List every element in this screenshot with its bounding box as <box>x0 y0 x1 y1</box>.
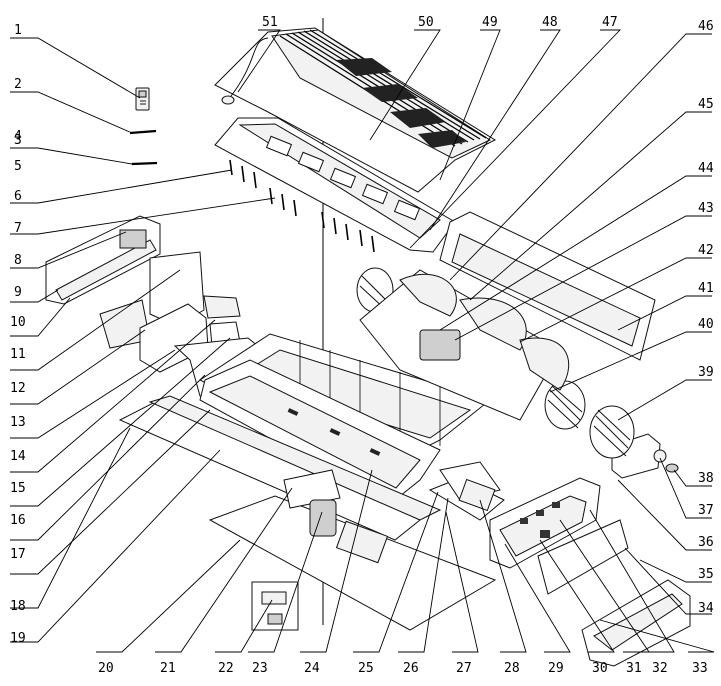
callout-6: 6 <box>14 189 22 204</box>
callout-16: 16 <box>10 513 26 528</box>
callout-35: 35 <box>698 567 714 582</box>
callout-47: 47 <box>602 15 618 30</box>
part-control-panel <box>489 477 601 569</box>
part-left-side-panel <box>45 215 161 305</box>
callout-25: 25 <box>358 661 374 676</box>
callout-40: 40 <box>698 317 714 332</box>
callout-39: 39 <box>698 365 714 380</box>
callout-32: 32 <box>652 661 668 676</box>
part-top-grille <box>214 27 497 193</box>
callout-2: 2 <box>14 77 22 92</box>
leader-lines <box>10 29 715 653</box>
part-remote-controller <box>135 87 150 111</box>
callout-44: 44 <box>698 161 714 176</box>
part-coil-tray <box>199 359 441 505</box>
part-electric-box <box>428 461 505 521</box>
callout-9: 9 <box>14 285 22 300</box>
callout-5: 5 <box>14 159 22 174</box>
callout-18: 18 <box>10 599 26 614</box>
callout-labels: 1 2 3 4 5 6 7 8 9 10 11 12 13 14 15 16 1… <box>10 15 714 676</box>
callout-15: 15 <box>10 481 26 496</box>
callout-1: 1 <box>14 23 22 38</box>
callout-31: 31 <box>626 661 642 676</box>
callout-33: 33 <box>692 661 708 676</box>
callout-46: 46 <box>698 19 714 34</box>
callout-49: 49 <box>482 15 498 30</box>
parts-layer <box>45 18 691 667</box>
callout-45: 45 <box>698 97 714 112</box>
callout-50: 50 <box>418 15 434 30</box>
callout-24: 24 <box>304 661 320 676</box>
callout-20: 20 <box>98 661 114 676</box>
part-control-board <box>251 581 299 631</box>
callout-29: 29 <box>548 661 564 676</box>
part-bottom-plate <box>208 495 497 631</box>
callout-28: 28 <box>504 661 520 676</box>
callout-51: 51 <box>262 15 278 30</box>
callout-7: 7 <box>14 221 22 236</box>
part-drain-tube <box>221 37 269 105</box>
callout-13: 13 <box>10 415 26 430</box>
callout-43: 43 <box>698 201 714 216</box>
callout-12: 12 <box>10 381 26 396</box>
callout-3: 3 <box>14 133 22 148</box>
callout-10: 10 <box>10 315 26 330</box>
callout-41: 41 <box>698 281 714 296</box>
callout-14: 14 <box>10 449 26 464</box>
part-screw-b <box>131 161 158 166</box>
callout-36: 36 <box>698 535 714 550</box>
callout-27: 27 <box>456 661 472 676</box>
callout-22: 22 <box>218 661 234 676</box>
callout-19: 19 <box>10 631 26 646</box>
callout-42: 42 <box>698 243 714 258</box>
part-rear-panel <box>439 211 656 361</box>
part-screw-a <box>129 129 157 135</box>
part-top-frame <box>214 117 456 253</box>
callout-34: 34 <box>698 601 714 616</box>
callout-37: 37 <box>698 503 714 518</box>
callout-30: 30 <box>592 661 608 676</box>
callout-11: 11 <box>10 347 26 362</box>
callout-21: 21 <box>160 661 176 676</box>
callout-8: 8 <box>14 253 22 268</box>
callout-17: 17 <box>10 547 26 562</box>
callout-23: 23 <box>252 661 268 676</box>
callout-4: 4 <box>14 129 22 144</box>
callout-48: 48 <box>542 15 558 30</box>
callout-26: 26 <box>403 661 419 676</box>
callout-38: 38 <box>698 471 714 486</box>
